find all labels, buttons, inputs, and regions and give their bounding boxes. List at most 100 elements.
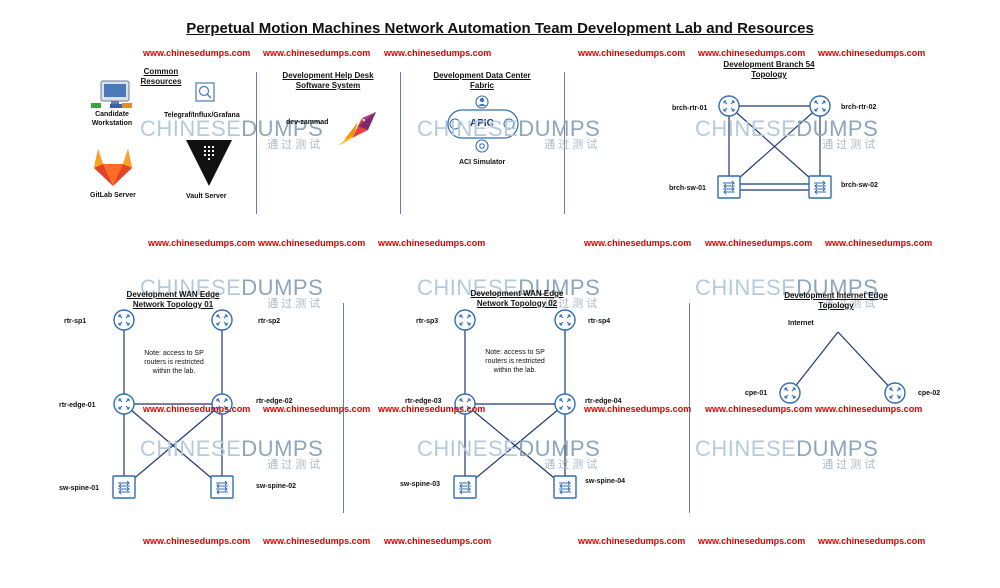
watermark-part2: DUMPS [241, 275, 324, 300]
watermark-url: www.chinesedumps.com [263, 404, 371, 414]
wan2-note: Note: access to SP routers is restricted… [485, 349, 545, 374]
watermark-sub: 通过测试 [544, 298, 601, 310]
zammad-label: dev-zammad [286, 119, 329, 126]
watermark-url: www.chinesedumps.com [378, 238, 486, 248]
watermark-url: www.chinesedumps.com [818, 536, 926, 546]
router-icon [779, 382, 801, 404]
watermark-sub: 通过测试 [544, 459, 601, 471]
watermark-part1: CHINESE [695, 116, 797, 141]
router-icon [884, 382, 906, 404]
router-icon [554, 393, 576, 415]
datacenter-heading: Development Data Center Fabric [433, 71, 531, 90]
candidate-workstation-label: Candidate Workstation [91, 111, 133, 127]
watermark-url: www.chinesedumps.com [578, 48, 686, 58]
watermark-url: www.chinesedumps.com [584, 238, 692, 248]
gitlab-label: GitLab Server [90, 192, 136, 199]
brch-rtr-02-label: brch-rtr-02 [841, 104, 877, 111]
watermark-url: www.chinesedumps.com [825, 238, 933, 248]
watermark-part1: CHINESE [417, 436, 519, 461]
router-icon [554, 309, 576, 331]
watermark-part2: DUMPS [796, 436, 879, 461]
watermark-logo: CHINESEDUMPS 通过测试 [417, 116, 600, 152]
watermark-sub: 通过测试 [822, 298, 879, 310]
watermark-url: www.chinesedumps.com [263, 48, 371, 58]
watermark-sub: 通过测试 [822, 139, 879, 151]
common-resources-heading: Common Resources [140, 67, 182, 86]
apic-label: APIC [470, 118, 494, 129]
watermark-logo: CHINESEDUMPS 通过测试 [140, 116, 324, 152]
sw-spine-04-label: sw-spine-04 [585, 478, 626, 485]
watermark-url: www.chinesedumps.com [584, 404, 692, 414]
watermark-url: www.chinesedumps.com [705, 238, 813, 248]
brch-rtr-01-label: brch-rtr-01 [672, 105, 708, 112]
router-icon [211, 309, 233, 331]
internet-heading: Development Internet Edge Topology [784, 291, 888, 310]
watermark-part1: CHINESE [417, 275, 519, 300]
watermark-part1: CHINESE [695, 436, 797, 461]
sw-spine-03-label: sw-spine-03 [400, 481, 441, 488]
rtr-sp1-label: rtr-sp1 [64, 318, 87, 325]
helpdesk-heading: Development Help Desk Software System [282, 71, 374, 90]
zammad-icon [338, 112, 376, 146]
watermark-url: www.chinesedumps.com [143, 404, 251, 414]
watermark-url: www.chinesedumps.com [384, 536, 492, 546]
vault-icon [186, 140, 232, 186]
watermark-part2: DUMPS [241, 116, 324, 141]
watermark-logo: CHINESEDUMPS 通过测试 [140, 275, 324, 311]
watermark-logo: CHINESEDUMPS 通过测试 [695, 116, 879, 152]
watermark-part1: CHINESE [417, 116, 519, 141]
sw-spine-02-label: sw-spine-02 [256, 483, 297, 490]
workstation-icon [91, 80, 132, 108]
internet-label: Internet [788, 320, 814, 327]
switch-icon [210, 475, 234, 499]
watermark-url: www.chinesedumps.com [263, 536, 371, 546]
watermark-part1: CHINESE [140, 275, 242, 300]
switch-icon [553, 475, 577, 499]
watermark-logo: CHINESEDUMPS 通过测试 [140, 436, 324, 472]
router-icon [113, 309, 135, 331]
watermark-part2: DUMPS [796, 275, 879, 300]
watermark-logo: CHINESEDUMPS 通过测试 [695, 436, 879, 472]
watermark-url: www.chinesedumps.com [384, 48, 492, 58]
switch-icon [808, 175, 832, 199]
watermark-sub: 通过测试 [267, 139, 324, 151]
watermark-url: www.chinesedumps.com [143, 48, 251, 58]
wan1-heading: Development WAN Edge Network Topology 01 [126, 290, 220, 309]
rtr-edge-01-label: rtr-edge-01 [59, 402, 96, 409]
watermark-url: www.chinesedumps.com [378, 404, 486, 414]
watermark-sub: 通过测试 [267, 298, 324, 310]
sw-spine-01-label: sw-spine-01 [59, 485, 100, 492]
router-icon [454, 309, 476, 331]
watermark-part2: DUMPS [241, 436, 324, 461]
aci-simulator-label: ACI Simulator [459, 159, 506, 166]
watermark-sub: 通过测试 [267, 459, 324, 471]
rtr-edge-02-label: rtr-edge-02 [256, 398, 293, 405]
gitlab-icon [94, 149, 132, 186]
vault-label: Vault Server [186, 193, 227, 200]
separator [564, 72, 565, 214]
cpe-02-label: cpe-02 [918, 390, 941, 397]
watermark-logo: CHINESEDUMPS 通过测试 [417, 436, 601, 472]
watermark-url: www.chinesedumps.com [698, 536, 806, 546]
cpe-01-label: cpe-01 [745, 390, 768, 397]
switch-icon [717, 175, 741, 199]
brch-sw-01-label: brch-sw-01 [669, 185, 706, 192]
watermark-url: www.chinesedumps.com [818, 48, 926, 58]
watermark-url: www.chinesedumps.com [258, 238, 366, 248]
rtr-sp4-label: rtr-sp4 [588, 318, 611, 325]
page-title: Perpetual Motion Machines Network Automa… [186, 20, 814, 37]
watermark-part1: CHINESE [140, 436, 242, 461]
watermark-url: www.chinesedumps.com [705, 404, 813, 414]
separator [256, 72, 257, 214]
switch-icon [112, 475, 136, 499]
rtr-edge-04-label: rtr-edge-04 [585, 398, 622, 405]
watermark-part2: DUMPS [796, 116, 879, 141]
rtr-edge-03-label: rtr-edge-03 [405, 398, 442, 405]
router-icon [718, 95, 740, 117]
watermark-part1: CHINESE [140, 116, 242, 141]
watermark-part2: DUMPS [518, 436, 601, 461]
watermark-sub: 通过测试 [822, 459, 879, 471]
separator [689, 303, 690, 513]
router-icon [113, 393, 135, 415]
